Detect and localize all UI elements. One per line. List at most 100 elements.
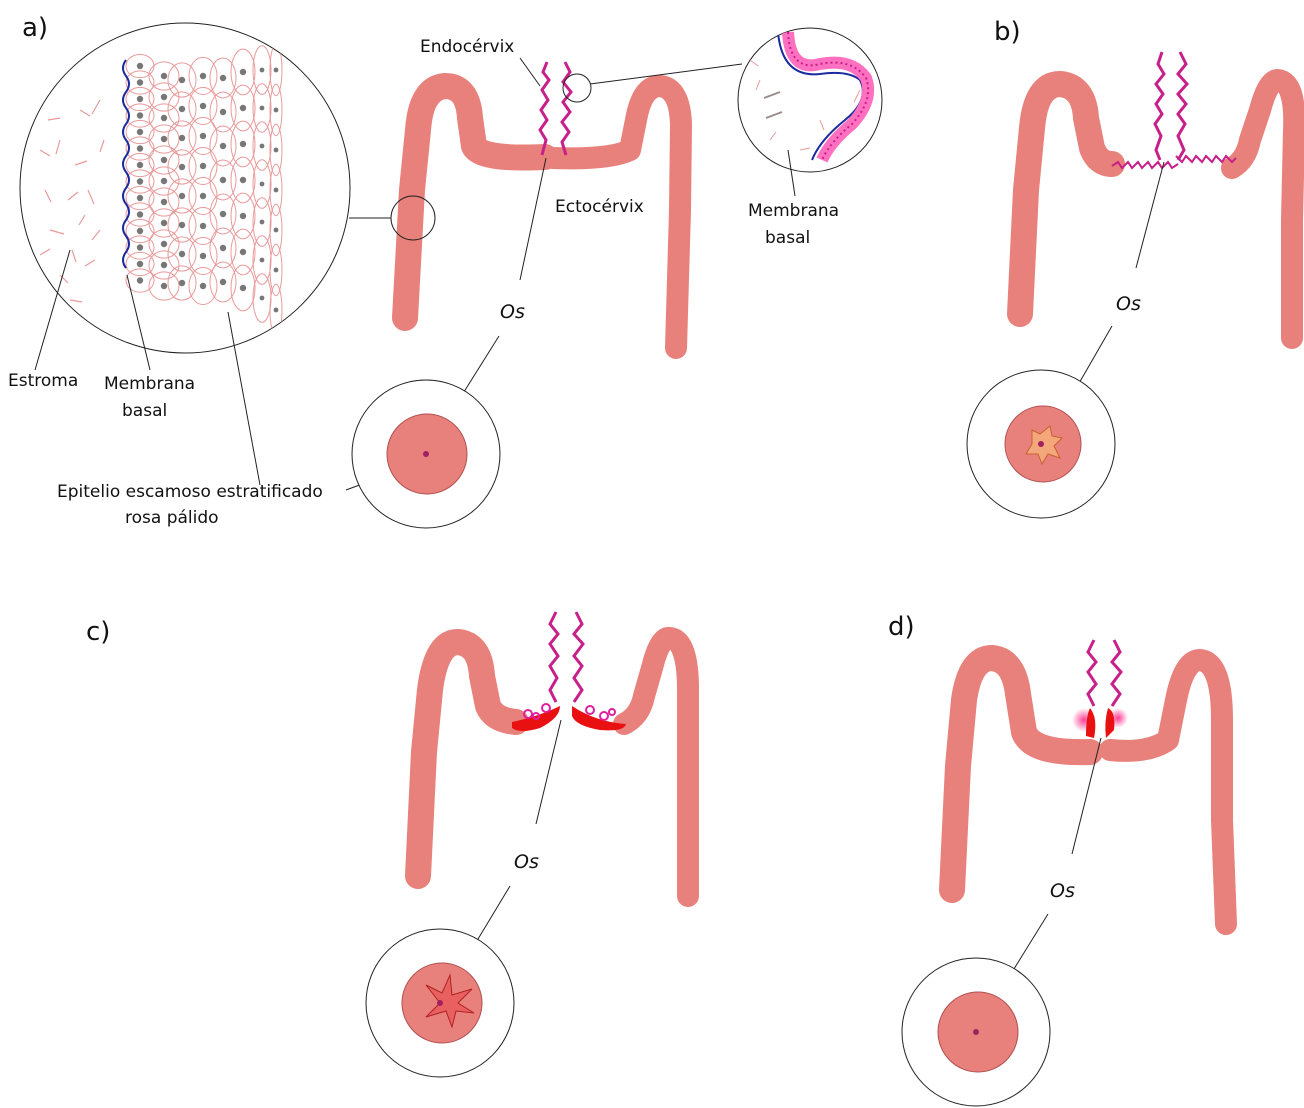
epithelium-label-1: Epitelio escamoso estratificado — [57, 482, 323, 502]
cell-nucleus — [200, 103, 206, 109]
cell-nucleus — [200, 73, 206, 79]
cell-nucleus — [260, 106, 265, 111]
cell-nucleus — [161, 262, 167, 268]
cell-nucleus — [200, 133, 206, 139]
os-view-d — [902, 958, 1050, 1106]
cell-nucleus — [161, 73, 167, 79]
cell-nucleus — [240, 249, 246, 255]
panel-d-label: d) — [888, 612, 915, 642]
panel-b: b) Os — [967, 17, 1294, 518]
cell-nucleus — [274, 148, 279, 153]
cell-nucleus — [161, 94, 167, 100]
cell-nucleus — [274, 308, 279, 313]
cell-nucleus — [220, 109, 226, 115]
cell-nucleus — [260, 144, 265, 149]
cell-nucleus — [137, 112, 143, 118]
panel-c: c) Os — [86, 612, 688, 1077]
cell-nucleus — [137, 228, 143, 234]
panel-c-label: c) — [86, 617, 110, 647]
cell-nucleus — [274, 268, 279, 273]
cell-nucleus — [137, 79, 143, 85]
membrane-label-left-1: Membrana — [104, 374, 195, 394]
cell-nucleus — [200, 193, 206, 199]
cell-nucleus — [161, 115, 167, 121]
endocervix-epithelium-a — [540, 62, 571, 155]
cell-nucleus — [137, 129, 143, 135]
lesion-d — [1072, 708, 1128, 738]
os-label-c: Os — [514, 851, 539, 873]
membrane-label-left-2: basal — [122, 401, 167, 421]
cell-nucleus — [179, 106, 185, 112]
cell-nucleus — [240, 105, 246, 111]
endocervix-epithelium-c — [550, 612, 583, 702]
cell-nucleus — [179, 222, 185, 228]
panel-d: d) Os — [888, 612, 1226, 1106]
os-label-d: Os — [1050, 880, 1075, 902]
cell-nucleus — [137, 211, 143, 217]
cell-nucleus — [260, 220, 265, 225]
cell-nucleus — [200, 283, 206, 289]
cervix-shape-c — [418, 638, 688, 896]
cell-nucleus — [161, 241, 167, 247]
cell-nucleus — [274, 228, 279, 233]
cell-nucleus — [179, 135, 185, 141]
cell-nucleus — [161, 178, 167, 184]
zoom-circle-endocervix — [738, 28, 882, 172]
cell-nucleus — [161, 283, 167, 289]
cell-nucleus — [137, 178, 143, 184]
cell-nucleus — [137, 244, 143, 250]
cell-nucleus — [179, 251, 185, 257]
cell-nucleus — [200, 163, 206, 169]
cell-nucleus — [220, 75, 226, 81]
cell-nucleus — [137, 145, 143, 151]
cell-nucleus — [179, 193, 185, 199]
cell-nucleus — [260, 296, 265, 301]
cell-nucleus — [161, 199, 167, 205]
cell-nucleus — [240, 285, 246, 291]
membrane-label-right-1: Membrana — [748, 201, 839, 221]
panel-a-label: a) — [22, 13, 48, 43]
cell-nucleus — [220, 279, 226, 285]
zoom-circle-epithelium — [20, 23, 350, 353]
cell-nucleus — [220, 245, 226, 251]
cell-nucleus — [240, 213, 246, 219]
os-view-a — [352, 380, 500, 528]
os-label-a: Os — [500, 301, 525, 323]
endocervix-label: Endocérvix — [420, 37, 514, 57]
cell-nucleus — [161, 220, 167, 226]
cell-nucleus — [161, 157, 167, 163]
cell-nucleus — [137, 261, 143, 267]
ectocervix-label: Ectocérvix — [555, 197, 644, 217]
cell-nucleus — [240, 141, 246, 147]
cell-nucleus — [137, 277, 143, 283]
cell-nucleus — [161, 136, 167, 142]
cell-nucleus — [220, 143, 226, 149]
cell-nucleus — [220, 211, 226, 217]
cell-nucleus — [137, 162, 143, 168]
cell-nucleus — [179, 77, 185, 83]
cell-nucleus — [200, 223, 206, 229]
cell-nucleus — [240, 69, 246, 75]
stroma-label: Estroma — [8, 371, 78, 391]
panel-b-label: b) — [994, 17, 1021, 47]
cell-nucleus — [260, 182, 265, 187]
cell-nucleus — [260, 258, 265, 263]
cell-nucleus — [274, 108, 279, 113]
membrane-label-right-2: basal — [765, 228, 810, 248]
cell-nucleus — [260, 68, 265, 73]
os-view-b — [967, 370, 1115, 518]
panel-a: a) — [8, 13, 882, 528]
cell-nucleus — [137, 96, 143, 102]
metaplasia-epithelium-b — [1112, 52, 1236, 168]
cell-nucleus — [179, 280, 185, 286]
cell-nucleus — [240, 177, 246, 183]
epithelium-label-2: rosa pálido — [125, 508, 219, 528]
cell-nucleus — [137, 63, 143, 69]
cell-nucleus — [137, 195, 143, 201]
lesion-c — [512, 704, 626, 731]
os-label-b: Os — [1116, 293, 1141, 315]
endocervix-epithelium-d — [1088, 640, 1121, 706]
cell-nucleus — [179, 164, 185, 170]
cell-nucleus — [220, 177, 226, 183]
